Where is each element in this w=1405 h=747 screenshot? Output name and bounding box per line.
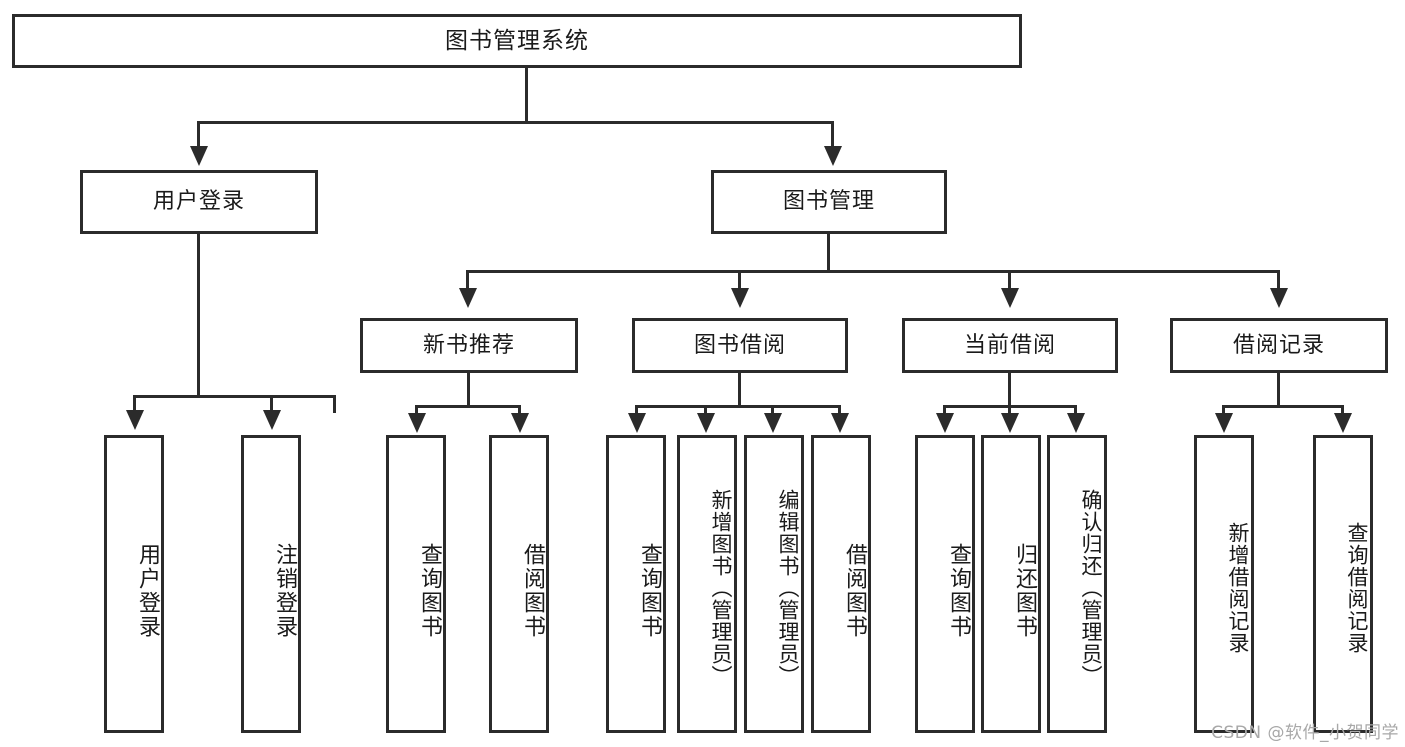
arrow-icon-user-login-leaf-1 <box>126 410 144 430</box>
node-root-book-management-system[interactable]: 图书管理系统 <box>12 14 1022 68</box>
edge-cb-stem <box>1008 373 1011 407</box>
node-new-book-recommend[interactable]: 新书推荐 <box>360 318 578 373</box>
leaf-user-logout[interactable]: 注销登录 <box>241 435 301 733</box>
edge-bm-drop-2 <box>738 270 741 290</box>
edge-br-stem <box>1277 373 1280 407</box>
arrow-icon-nbr-leaf-1 <box>408 413 426 433</box>
edge-nbr-drop-2 <box>518 405 521 417</box>
edge-bb-bar <box>635 405 841 408</box>
edge-bb-stem <box>738 373 741 407</box>
leaf-query-book-recommend[interactable]: 查询图书 <box>386 435 446 733</box>
leaf-add-book-admin[interactable]: 新增图书（管理员） <box>677 435 737 733</box>
edge-user-login-bar <box>133 395 336 398</box>
arrow-icon-bm-to-borrow-record <box>1270 288 1288 308</box>
edge-cb-drop-1 <box>943 405 946 417</box>
arrow-icon-root-to-user-login <box>190 146 208 166</box>
edge-bb-drop-3 <box>771 405 774 417</box>
leaf-query-borrow-record[interactable]: 查询借阅记录 <box>1313 435 1373 733</box>
edge-bb-drop-2 <box>704 405 707 417</box>
node-borrow-record[interactable]: 借阅记录 <box>1170 318 1388 373</box>
edge-root-to-book-management <box>831 121 834 151</box>
node-book-borrow[interactable]: 图书借阅 <box>632 318 848 373</box>
arrow-icon-bb-leaf-4 <box>831 413 849 433</box>
edge-user-login-stem <box>197 234 200 397</box>
arrow-icon-bb-leaf-3 <box>764 413 782 433</box>
edge-book-management-bar <box>466 270 1278 273</box>
edge-nbr-drop-1 <box>415 405 418 417</box>
arrow-icon-br-leaf-2 <box>1334 413 1352 433</box>
edge-bm-drop-3 <box>1008 270 1011 290</box>
edge-br-drop-2 <box>1341 405 1344 417</box>
arrow-icon-bm-to-current-borrow <box>1001 288 1019 308</box>
leaf-borrow-book-recommend[interactable]: 借阅图书 <box>489 435 549 733</box>
edge-book-management-stem <box>827 234 830 272</box>
arrow-icon-bm-to-new-book-recommend <box>459 288 477 308</box>
arrow-icon-nbr-leaf-2 <box>511 413 529 433</box>
arrow-icon-user-login-leaf-2 <box>263 410 281 430</box>
edge-user-login-drop-2b <box>270 395 273 413</box>
edge-bb-drop-4 <box>838 405 841 417</box>
leaf-query-book-current[interactable]: 查询图书 <box>915 435 975 733</box>
arrow-icon-cb-leaf-1 <box>936 413 954 433</box>
arrow-icon-br-leaf-1 <box>1215 413 1233 433</box>
arrow-icon-bb-leaf-2 <box>697 413 715 433</box>
node-current-borrow[interactable]: 当前借阅 <box>902 318 1118 373</box>
edge-br-bar <box>1222 405 1344 408</box>
leaf-borrow-book[interactable]: 借阅图书 <box>811 435 871 733</box>
edge-root-bar <box>197 121 834 124</box>
edge-bm-drop-4 <box>1277 270 1280 290</box>
edge-user-login-bar-ext <box>270 395 336 398</box>
node-book-management[interactable]: 图书管理 <box>711 170 947 234</box>
edge-bm-drop-1 <box>466 270 469 290</box>
edge-root-to-user-login <box>197 121 200 151</box>
leaf-edit-book-admin[interactable]: 编辑图书（管理员） <box>744 435 804 733</box>
edge-root-stem <box>525 68 528 121</box>
edge-nbr-bar <box>415 405 521 408</box>
edge-user-login-drop-1 <box>133 395 136 413</box>
edge-cb-drop-3 <box>1074 405 1077 417</box>
arrow-icon-bm-to-book-borrow <box>731 288 749 308</box>
node-user-login[interactable]: 用户登录 <box>80 170 318 234</box>
leaf-query-book-borrow[interactable]: 查询图书 <box>606 435 666 733</box>
arrow-icon-bb-leaf-1 <box>628 413 646 433</box>
leaf-user-login[interactable]: 用户登录 <box>104 435 164 733</box>
arrow-icon-root-to-book-management <box>824 146 842 166</box>
leaf-add-borrow-record[interactable]: 新增借阅记录 <box>1194 435 1254 733</box>
edge-bb-drop-1 <box>635 405 638 417</box>
leaf-return-book[interactable]: 归还图书 <box>981 435 1041 733</box>
edge-br-drop-1 <box>1222 405 1225 417</box>
leaf-confirm-return-admin[interactable]: 确认归还（管理员） <box>1047 435 1107 733</box>
edge-cb-drop-2 <box>1008 405 1011 417</box>
edge-user-login-drop-2 <box>333 395 336 413</box>
arrow-icon-cb-leaf-2 <box>1001 413 1019 433</box>
edge-nbr-stem <box>467 373 470 407</box>
arrow-icon-cb-leaf-3 <box>1067 413 1085 433</box>
